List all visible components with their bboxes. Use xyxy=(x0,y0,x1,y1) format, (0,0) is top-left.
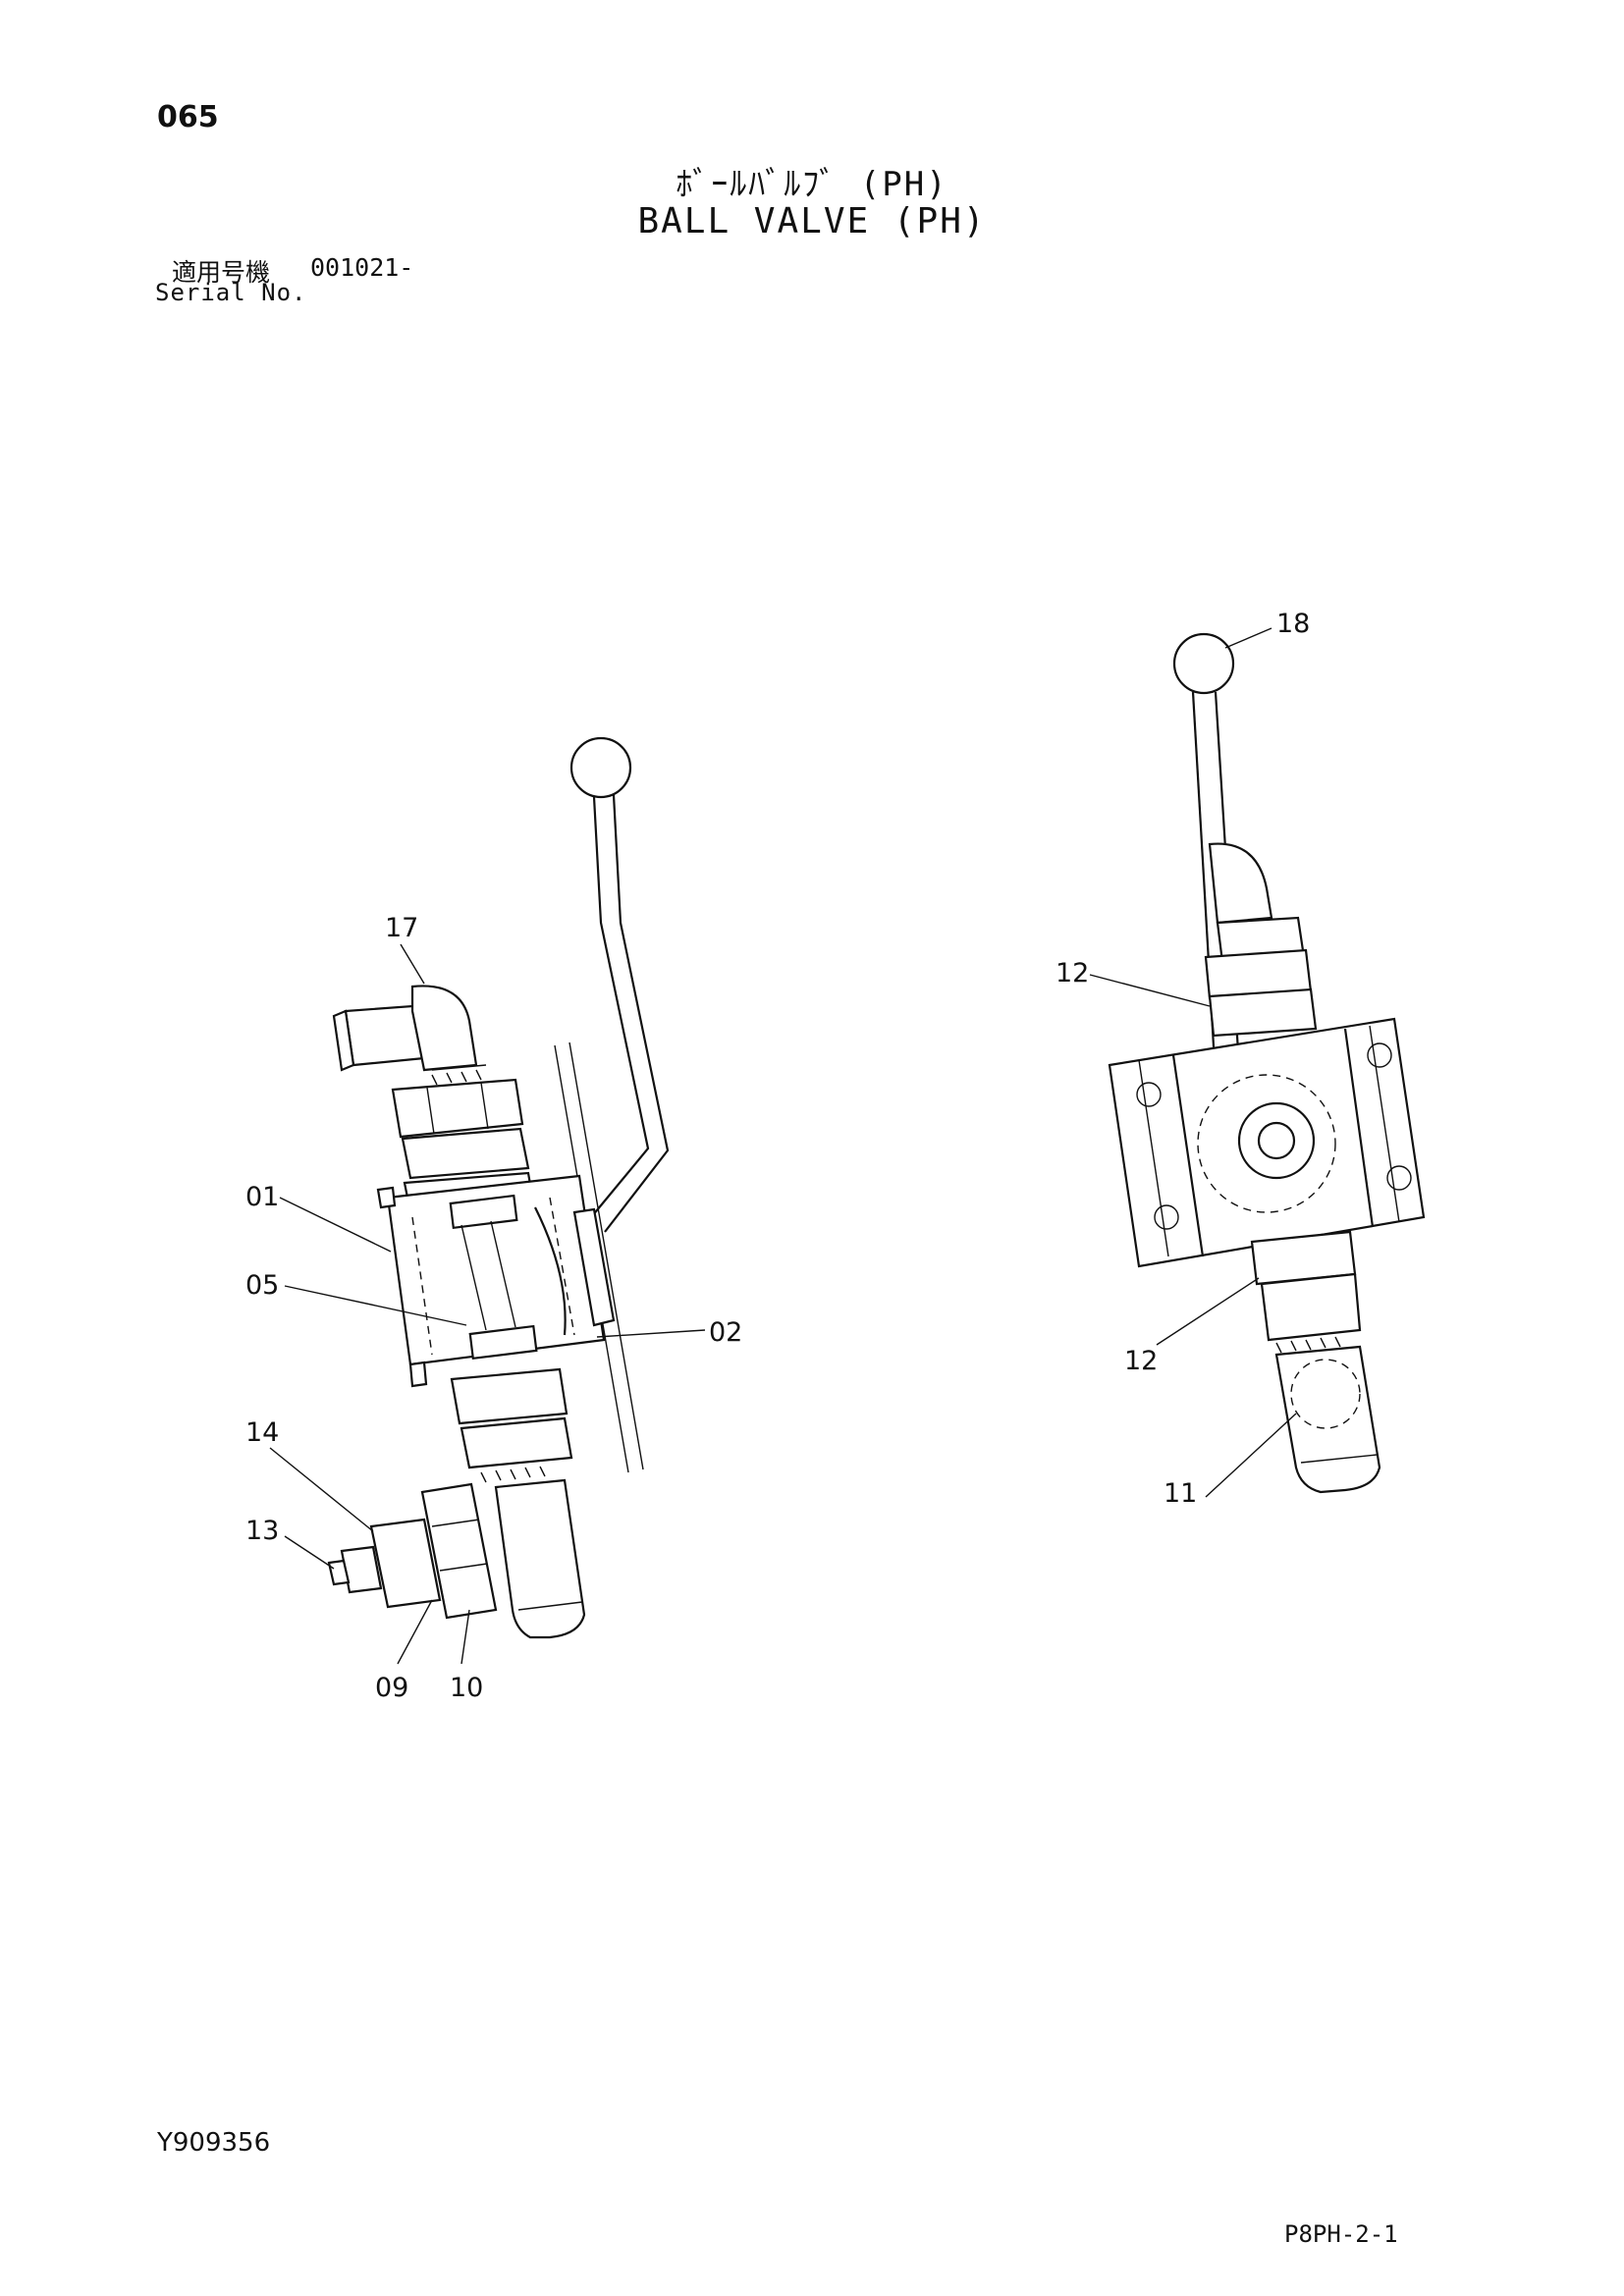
valve-front-view: 18 12 12 11 xyxy=(1056,609,1426,1509)
callout-05: 05 xyxy=(245,1270,279,1301)
lower-elbow xyxy=(494,1478,586,1639)
document-code: Y909356 xyxy=(157,2128,271,2158)
elbow-fitting xyxy=(332,985,487,1086)
callout-02: 02 xyxy=(709,1317,742,1348)
lower-fitting-front xyxy=(1250,1230,1381,1494)
upper-fitting-front xyxy=(1204,842,1318,1038)
valve-body xyxy=(376,1174,616,1388)
valve-body-front xyxy=(1108,1017,1426,1268)
leader-lines-left xyxy=(269,943,706,1665)
serial-label-english: Serial No. xyxy=(155,279,307,306)
side-connector xyxy=(327,1482,498,1620)
page-number: 065 xyxy=(157,100,219,134)
callout-14: 14 xyxy=(245,1417,279,1448)
plate-edge-line xyxy=(568,1041,644,1470)
callout-09: 09 xyxy=(375,1673,408,1703)
callout-11: 11 xyxy=(1164,1478,1197,1509)
callout-18: 18 xyxy=(1276,609,1310,639)
lever-handle xyxy=(569,736,670,1233)
serial-label-japanese: 適用号機 xyxy=(172,258,271,287)
title-japanese: ﾎﾞｰﾙﾊﾞﾙﾌﾞ (PH) xyxy=(676,165,948,204)
callout-12-lower: 12 xyxy=(1124,1346,1158,1376)
callout-01: 01 xyxy=(245,1182,279,1212)
callout-13: 13 xyxy=(245,1516,279,1546)
callout-17: 17 xyxy=(385,913,418,943)
title-english: BALL VALVE (PH) xyxy=(637,201,987,241)
leader-lines-right xyxy=(1089,627,1297,1498)
page-code: P8PH-2-1 xyxy=(1284,2220,1398,2248)
lower-hex-nut xyxy=(450,1367,573,1483)
serial-value: 001021- xyxy=(310,253,414,282)
callout-10: 10 xyxy=(450,1673,483,1703)
callout-12-upper: 12 xyxy=(1056,958,1089,988)
valve-side-view: 17 01 05 02 14 13 09 10 xyxy=(245,736,742,1703)
